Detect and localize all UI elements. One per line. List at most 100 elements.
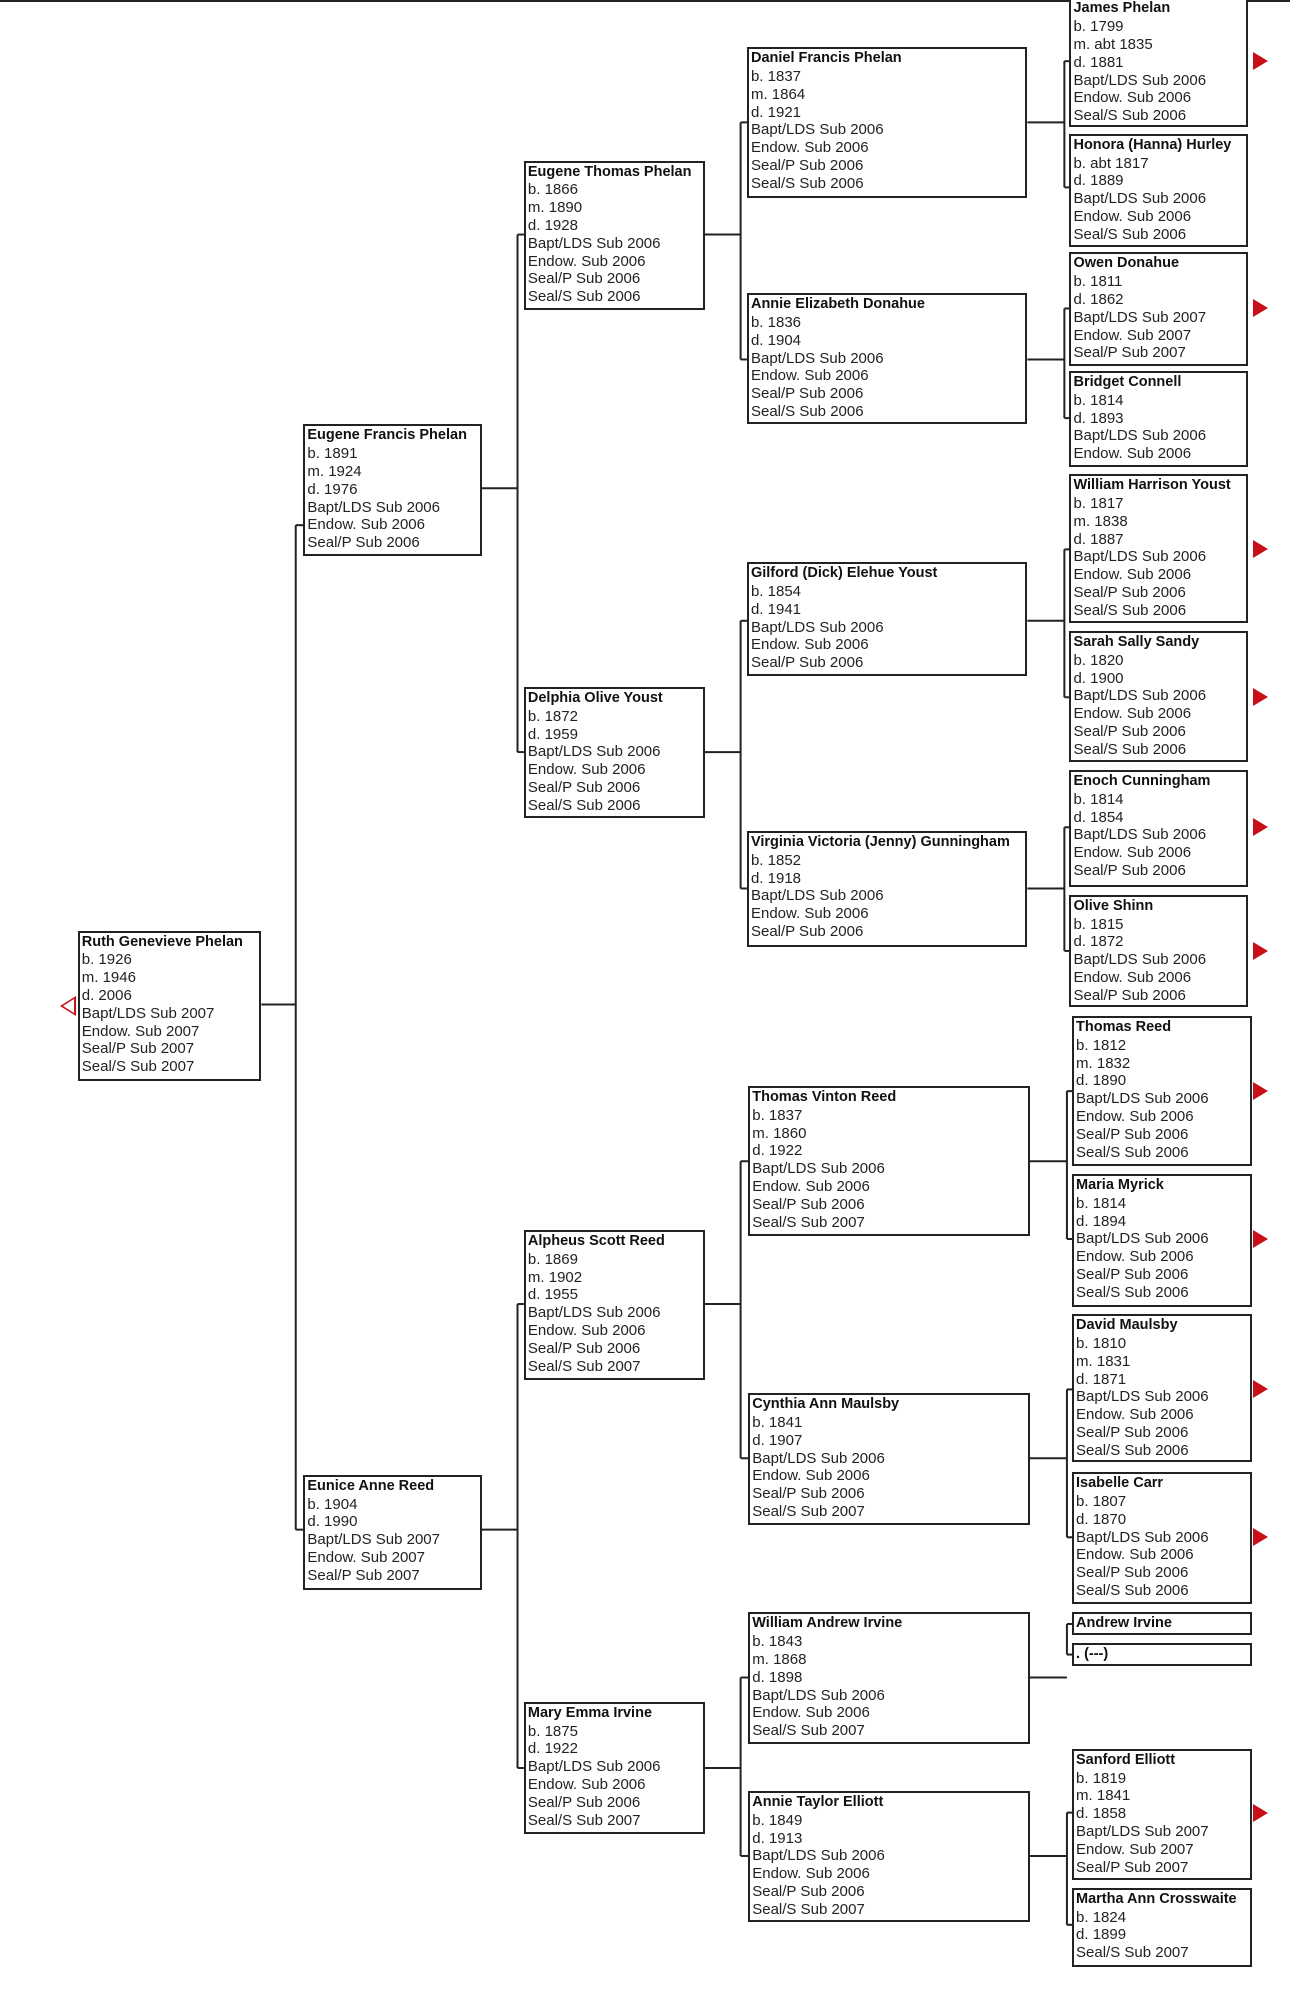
person-detail: Endow. Sub 2006	[1073, 445, 1192, 463]
person-detail: Seal/P Sub 2006	[527, 779, 641, 797]
expand-ancestors-arrow-icon[interactable]	[1253, 1082, 1269, 1101]
expand-ancestors-arrow-icon[interactable]	[1253, 1230, 1269, 1248]
person-detail: Endow. Sub 2006	[752, 1467, 870, 1485]
person-detail: Bapt/LDS Sub 2006	[527, 1758, 661, 1776]
back-arrow-icon[interactable]	[60, 996, 76, 1016]
person-detail: Bapt/LDS Sub 2006	[1073, 826, 1207, 844]
person-name: Thomas Reed	[1076, 1018, 1172, 1035]
person-detail: d. 1862	[1073, 290, 1124, 308]
person-detail: b. 1824	[1076, 1908, 1127, 1926]
person-detail: Bapt/LDS Sub 2006	[750, 121, 884, 139]
person-detail: Seal/P Sub 2006	[752, 1485, 865, 1503]
person-name: Owen Donahue	[1073, 255, 1180, 272]
person-detail: Endow. Sub 2006	[1073, 208, 1192, 226]
person-detail: Seal/P Sub 2006	[1076, 1125, 1189, 1143]
person-detail: Endow. Sub 2006	[1076, 1248, 1194, 1266]
person-detail: Seal/S Sub 2006	[1076, 1143, 1189, 1161]
expand-ancestors-arrow-icon[interactable]	[1253, 1380, 1269, 1399]
expand-ancestors-arrow-icon[interactable]	[1253, 52, 1269, 71]
person-detail: Seal/S Sub 2007	[752, 1503, 865, 1521]
person-name: Bridget Connell	[1073, 373, 1182, 390]
person-detail: d. 1898	[752, 1668, 803, 1686]
person-name: Sanford Elliott	[1076, 1751, 1176, 1768]
person-detail: b. 1926	[81, 951, 132, 969]
expand-ancestors-arrow-icon[interactable]	[1253, 1803, 1269, 1822]
person-detail: d. 1872	[1073, 933, 1124, 951]
person-detail: d. 1941	[750, 600, 802, 618]
person-detail: Seal/P Sub 2006	[527, 1793, 641, 1811]
person-detail: Endow. Sub 2006	[1073, 844, 1192, 862]
person-detail: Bapt/LDS Sub 2006	[1076, 1528, 1209, 1546]
person-box[interactable]: . (---)	[1072, 1643, 1252, 1667]
person-detail: Seal/S Sub 2006	[527, 796, 641, 814]
person-detail: Bapt/LDS Sub 2006	[1073, 71, 1207, 89]
person-detail: d. 1955	[527, 1286, 578, 1304]
person-name: . (---)	[1076, 1646, 1109, 1663]
expand-ancestors-arrow-icon[interactable]	[1253, 818, 1269, 837]
person-detail: d. 1918	[750, 869, 802, 887]
person-detail: Endow. Sub 2006	[527, 252, 646, 270]
person-detail: d. 1922	[527, 1740, 578, 1758]
person-detail: Seal/P Sub 2006	[1076, 1265, 1189, 1283]
person-detail: b. 1810	[1076, 1335, 1127, 1352]
person-detail: Endow. Sub 2006	[1073, 89, 1192, 107]
person-detail: Bapt/LDS Sub 2006	[527, 234, 661, 252]
person-detail: b. 1814	[1076, 1194, 1127, 1212]
person-detail: d. 1881	[1073, 53, 1124, 71]
person-name: Cynthia Ann Maulsby	[752, 1396, 900, 1413]
person-detail: m. 1838	[1073, 512, 1128, 530]
person-name: Eugene Thomas Phelan	[527, 163, 692, 180]
person-detail: m. abt 1835	[1073, 36, 1153, 54]
person-detail: m. 1868	[752, 1651, 807, 1669]
person-name: Delphia Olive Youst	[527, 690, 663, 707]
person-detail: Seal/S Sub 2007	[527, 1357, 641, 1375]
person-detail: Endow. Sub 2007	[1073, 326, 1192, 344]
expand-ancestors-arrow-icon[interactable]	[1253, 299, 1269, 318]
person-detail: Endow. Sub 2006	[752, 1704, 870, 1722]
expand-ancestors-arrow-icon[interactable]	[1253, 540, 1269, 559]
person-name: James Phelan	[1073, 0, 1171, 17]
person-detail: Endow. Sub 2007	[307, 1549, 425, 1566]
person-detail: d. 1889	[1073, 172, 1124, 190]
expand-ancestors-arrow-icon[interactable]	[1253, 688, 1269, 707]
expand-ancestors-arrow-icon[interactable]	[1253, 941, 1269, 960]
person-detail: Endow. Sub 2006	[527, 1322, 646, 1340]
person-detail: b. 1852	[750, 851, 802, 869]
person-detail: Bapt/LDS Sub 2006	[750, 618, 884, 636]
person-box[interactable]: Andrew Irvine	[1072, 1612, 1252, 1636]
top-border	[0, 0, 1290, 2]
person-detail: Seal/P Sub 2007	[1076, 1858, 1189, 1876]
person-detail: b. abt 1817	[1073, 154, 1149, 172]
expand-ancestors-arrow-icon[interactable]	[1253, 1528, 1269, 1547]
person-detail: Seal/S Sub 2006	[750, 402, 864, 420]
